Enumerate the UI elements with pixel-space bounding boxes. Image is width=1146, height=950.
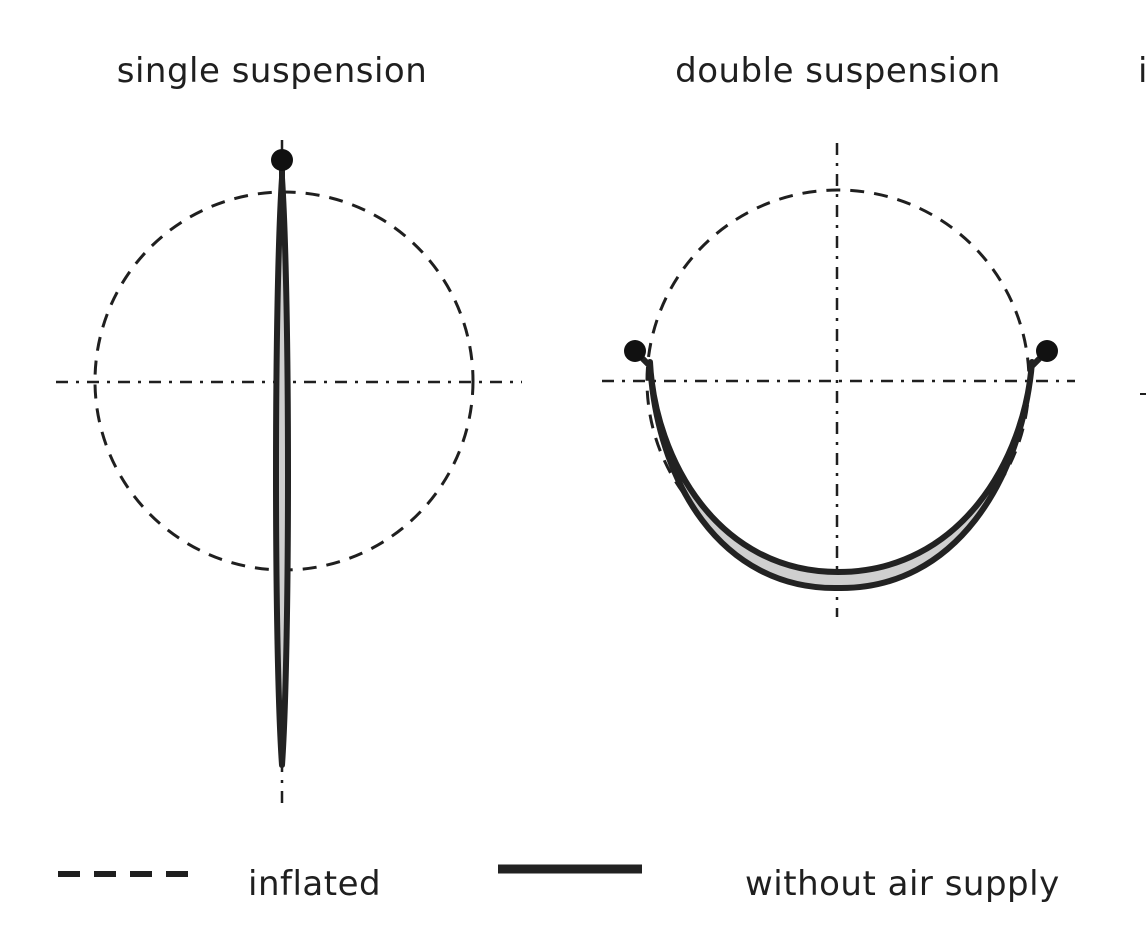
single-deflated-bag <box>273 175 291 768</box>
single-suspension-panel: single suspension <box>56 51 522 808</box>
legend-without-air-label: without air supply <box>745 864 1060 904</box>
third-panel-fragment: i <box>1138 51 1146 395</box>
double-suspension-panel: double suspension <box>602 51 1075 617</box>
single-suspension-point <box>271 149 293 171</box>
double-suspension-title: double suspension <box>675 51 1001 91</box>
double-deflated-bag <box>647 359 1035 592</box>
double-left-suspension-point <box>624 340 646 362</box>
double-right-suspension-point <box>1036 340 1058 362</box>
third-panel-title-fragment: i <box>1138 51 1146 91</box>
legend-inflated-label: inflated <box>248 864 381 904</box>
legend: inflated without air supply <box>58 864 1060 904</box>
single-suspension-title: single suspension <box>117 51 428 91</box>
